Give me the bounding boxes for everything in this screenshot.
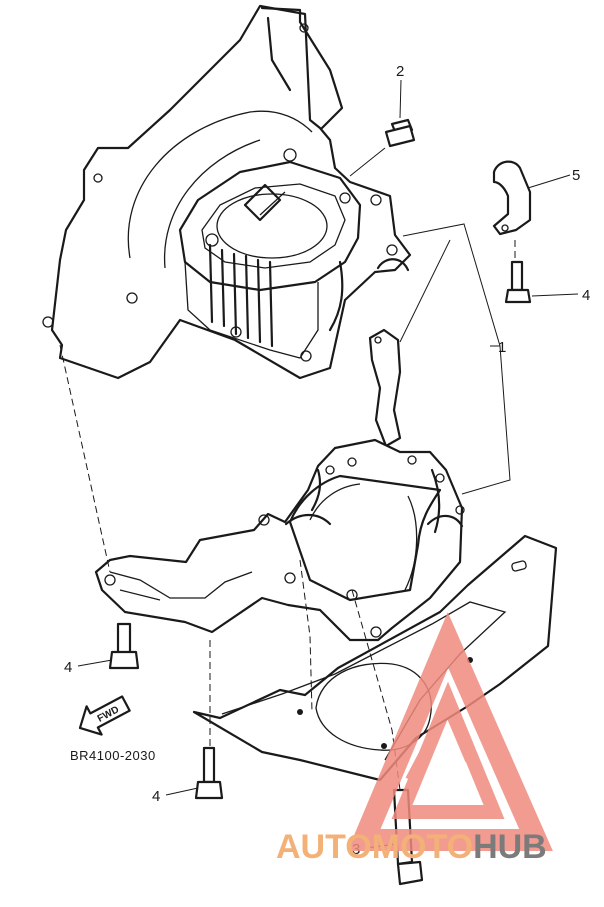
- bolt-2: [384, 118, 416, 148]
- automotohub-logo: [347, 612, 553, 851]
- callout-4-right: 4: [582, 287, 590, 304]
- callout-5: 5: [572, 167, 580, 184]
- fwd-arrow-icon: FWD: [78, 695, 131, 736]
- assembly-lines: [59, 240, 516, 791]
- callout-1: 1: [498, 339, 506, 356]
- crankcase-seal: [368, 328, 402, 448]
- bolt-4-left: [108, 622, 140, 670]
- lower-crankcase: [94, 438, 465, 642]
- upper-crankcase: [42, 4, 412, 380]
- callout-4-bottom: 4: [152, 788, 160, 805]
- watermark-hub: HUB: [473, 828, 547, 866]
- bolt-4-right: [504, 260, 532, 304]
- watermark-auto: AUTOMOTO: [276, 828, 473, 866]
- bolt-4-bottom: [194, 746, 224, 800]
- callout-2: 2: [396, 63, 404, 80]
- watermark-text-accent: AUTOMOTOHUB: [276, 828, 547, 866]
- part-code: BR4100-2030: [70, 748, 156, 763]
- clamp-5: [492, 160, 532, 236]
- callout-4-left: 4: [64, 659, 72, 676]
